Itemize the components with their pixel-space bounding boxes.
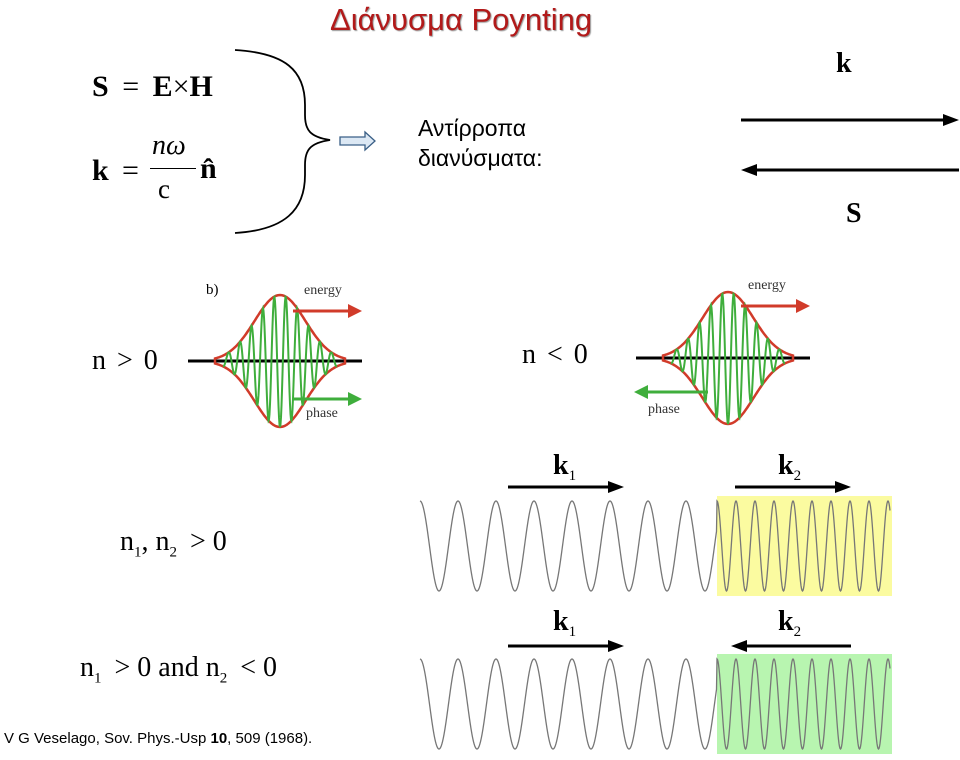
pulse-envelope — [661, 290, 795, 426]
s-arrowhead-icon — [741, 164, 757, 176]
k2-label-top: k2 — [778, 450, 801, 484]
eq1-times: × — [172, 70, 190, 103]
phase-arrowhead-icon — [348, 392, 362, 406]
wave-top — [419, 499, 891, 593]
slide-title: Διάνυσμα Poynting — [330, 2, 593, 37]
k1-bottom-sub: 1 — [569, 624, 577, 640]
cond-neg-zero: 0 — [573, 339, 588, 370]
k2-arrowhead-top-icon — [835, 481, 851, 493]
row2-sub2: 2 — [219, 670, 228, 687]
antiparallel-line-2: διανύσματα: — [418, 145, 543, 171]
antiparallel-line-1: Αντίρροπα — [418, 115, 527, 141]
pulse-oscillation — [670, 291, 786, 425]
k1-arrowhead-bottom-icon — [608, 640, 624, 652]
k1-top-k: k — [553, 450, 569, 481]
eq1-h: H — [189, 70, 213, 103]
k1-bottom-k: k — [553, 606, 569, 637]
cond-pos-n: n — [92, 345, 106, 376]
pulse-diagram-negative: energy phase — [634, 278, 810, 426]
eq1-equals: = — [122, 70, 140, 103]
cond-neg-rel: < — [547, 339, 563, 370]
row1-sub2: 2 — [169, 544, 178, 561]
curly-brace — [234, 49, 331, 234]
row2-part2: < 0 — [240, 652, 278, 683]
eq1-s: S — [92, 70, 109, 103]
panel-b-label: b) — [206, 282, 219, 298]
k2-top-k: k — [778, 450, 794, 481]
k1-label-top: k1 — [553, 450, 576, 484]
energy-label: energy — [748, 278, 786, 293]
wavevector-equation: k = nω c n̂ — [92, 130, 222, 210]
energy-arrowhead-icon — [348, 304, 362, 318]
condition-n-negative: n < 0 — [522, 339, 588, 371]
row1-n: n — [120, 526, 134, 557]
eq2-equals: = — [122, 154, 139, 187]
vector-s-label: S — [846, 198, 862, 229]
wave-bottom — [419, 657, 891, 751]
eq2-k: k — [92, 154, 109, 187]
row2-sub1: 1 — [94, 670, 102, 687]
row1-sub1: 1 — [134, 544, 142, 561]
phase-label: phase — [648, 402, 680, 417]
condition-mixed: n1 > 0 and n2 < 0 — [80, 652, 277, 688]
k-arrowhead-icon — [943, 114, 959, 126]
row2-part1: > 0 and n — [114, 652, 220, 683]
k1-label-bottom: k1 — [553, 606, 576, 640]
k2-top-sub: 2 — [794, 468, 802, 484]
eq2-fraction-bar — [150, 168, 196, 169]
antiparallel-arrows — [741, 114, 959, 176]
row2-n1: n — [80, 652, 94, 683]
phase-arrowhead-icon — [634, 385, 648, 399]
k1-arrowhead-top-icon — [608, 481, 624, 493]
reference-citation: V G Veselago, Sov. Phys.-Usp 10, 509 (19… — [4, 730, 312, 747]
condition-n-positive: n > 0 — [92, 345, 158, 377]
reference-volume: 10 — [210, 730, 228, 747]
k1-top-sub: 1 — [569, 468, 577, 484]
eq2-denominator: c — [158, 174, 170, 204]
reference-authors: V G Veselago, Sov. Phys.-Usp — [4, 730, 211, 747]
brace-and-arrow — [234, 49, 376, 234]
k2-bottom-sub: 2 — [794, 624, 802, 640]
k2-arrowhead-bottom-icon — [731, 640, 747, 652]
row1-rel: > 0 — [190, 526, 227, 557]
cond-pos-rel: > — [117, 345, 133, 376]
cond-pos-zero: 0 — [143, 345, 158, 376]
eq2-numerator: nω — [152, 130, 186, 161]
k2-bottom-k: k — [778, 606, 794, 637]
poynting-equation: S = E×H — [92, 70, 213, 104]
antiparallel-label: Αντίρροπα διανύσματα: — [418, 113, 542, 173]
energy-arrowhead-icon — [796, 299, 810, 313]
condition-both-positive: n1, n2 > 0 — [120, 526, 227, 562]
energy-label: energy — [304, 283, 342, 298]
pulse-oscillation — [222, 294, 338, 428]
phase-label: phase — [306, 406, 338, 421]
reference-rest: , 509 (1968). — [227, 730, 313, 747]
wave-panels: k1 k2 k1 k2 — [419, 450, 892, 754]
cond-neg-n: n — [522, 339, 536, 370]
row1-sep: , n — [141, 526, 170, 557]
vector-k-label: k — [836, 48, 852, 79]
pulse-diagram-positive: b) energy phase — [188, 282, 362, 429]
pulse-envelope — [213, 293, 347, 429]
eq2-nhat: n̂ — [200, 152, 217, 185]
k2-label-bottom: k2 — [778, 606, 801, 640]
hollow-arrow-icon — [339, 130, 376, 152]
eq1-e: E — [152, 70, 173, 103]
